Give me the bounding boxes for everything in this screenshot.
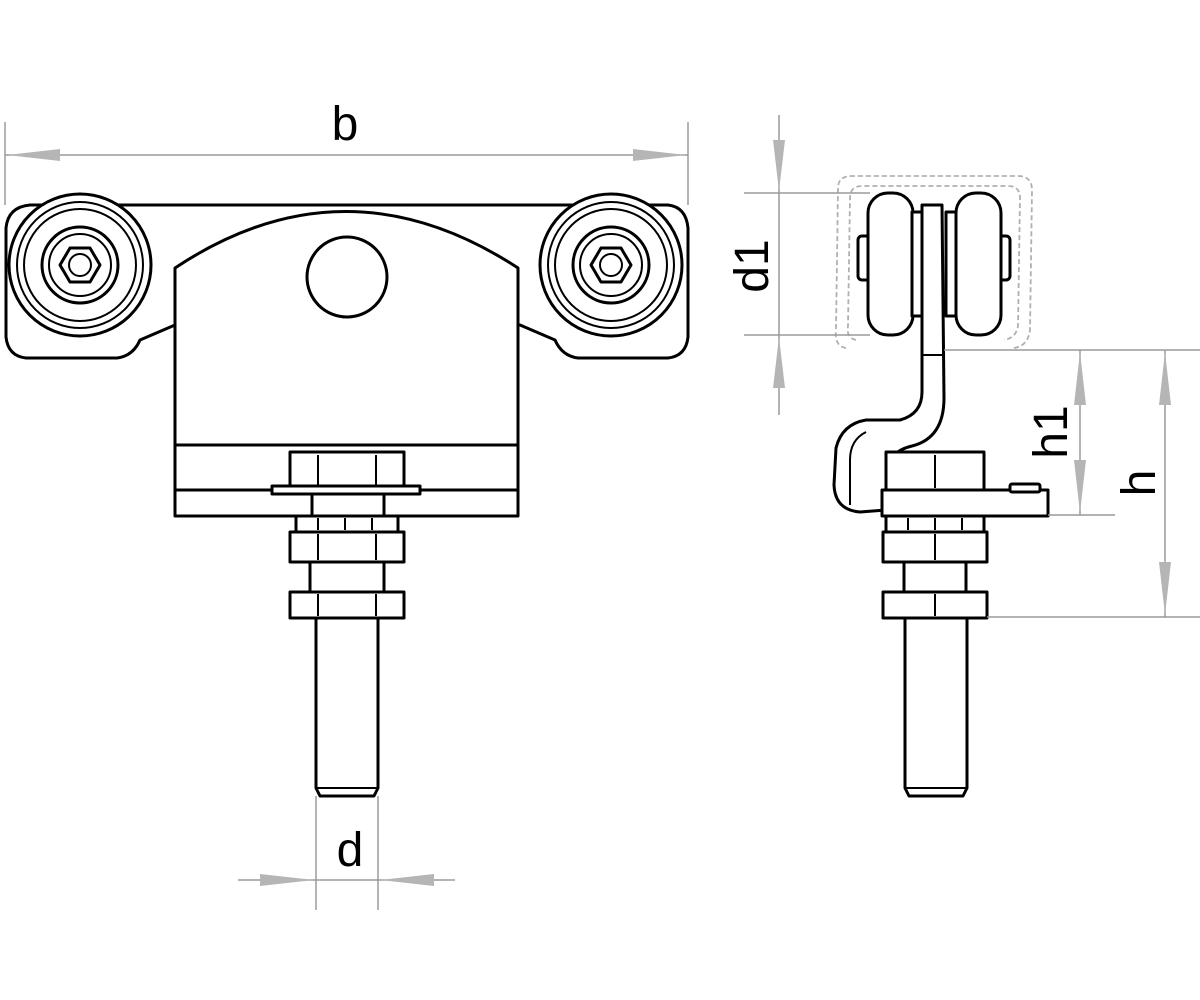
nut-1 <box>288 530 406 564</box>
bolt-neck <box>310 492 386 518</box>
pivot-bolt <box>305 235 389 319</box>
track-profile <box>834 175 1033 349</box>
label-h1: h1 <box>1025 405 1078 458</box>
dimension-d: d <box>238 796 455 910</box>
label-d: d <box>337 824 364 877</box>
side-roller-right <box>954 191 1003 337</box>
dimension-h: h <box>987 350 1200 618</box>
dimension-b: b <box>4 98 689 205</box>
label-b: b <box>332 98 359 151</box>
side-roller-left <box>866 191 915 337</box>
dimension-h1: h1 <box>944 349 1200 516</box>
lock-washer <box>294 514 400 534</box>
dimension-d1: d1 <box>726 115 870 415</box>
side-threaded-rod <box>903 616 969 798</box>
front-view <box>4 192 690 798</box>
label-h: h <box>1113 470 1166 497</box>
top-nut <box>288 450 406 492</box>
nut-2 <box>288 590 406 620</box>
side-base-plate <box>880 488 1050 518</box>
central-body <box>173 210 520 447</box>
label-d1: d1 <box>726 239 779 292</box>
spacer <box>308 560 386 594</box>
side-view <box>832 175 1050 798</box>
left-roller <box>7 192 153 338</box>
right-roller <box>538 192 684 338</box>
threaded-rod <box>314 616 380 798</box>
